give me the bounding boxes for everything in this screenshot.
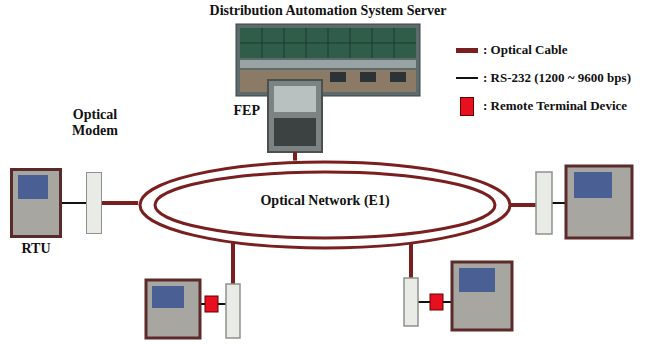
rtu-device [574,172,612,198]
optical-cable [102,201,138,205]
node-label: Optical Network (E1) [260,193,390,209]
rtu-cabinet: RTU [10,168,62,238]
optical-modem [404,278,418,326]
legend-text: : Optical Cable [483,42,568,58]
remote-terminal-device [430,294,443,310]
rtu-device [459,268,495,292]
legend-row: : Remote Terminal Device [455,92,631,120]
rack-screen [274,86,316,112]
optical-ring-line [155,172,495,238]
node-label: Optical Modem [60,107,130,139]
optical-cable [511,203,536,207]
video-wall-grid [240,28,416,58]
rtu-cabinet [452,262,512,330]
remote-terminal-device [205,296,218,312]
legend-sample [455,69,479,87]
server-photo: Distribution Automation System Server [236,24,420,96]
optical-modem [536,172,552,234]
optical-modem: Optical Modem [86,172,102,234]
optical-cable [409,244,413,278]
node-label: FEP [234,103,260,119]
server-rack [268,80,322,152]
legend-line-sample [456,77,478,79]
optical-cable [231,243,235,284]
rtu-device [18,175,48,199]
legend-swatch [460,97,474,116]
control-room-photo [236,24,420,96]
node-label: RTU [21,241,50,257]
rs232-line [552,202,566,204]
wall-band [240,60,416,68]
video-wall [240,28,416,58]
rs232-line [62,202,86,204]
legend-line-sample [456,48,478,53]
optical-modem [226,284,240,338]
rtu-cabinet [566,166,632,238]
desk-monitor [330,72,346,82]
desk-monitor [360,72,376,82]
legend-text: : RS-232 (1200 ~ 9600 bps) [483,70,631,86]
legend-row: : Optical Cable [455,36,631,64]
fep-rack: FEP [268,80,322,152]
rtu-cabinet [146,280,200,338]
optical-ring: Optical Network (E1) [138,160,512,250]
legend-sample [455,97,479,115]
legend: : Optical Cable : RS-232 (1200 ~ 9600 bps… [455,36,631,120]
rtu-device [152,286,184,308]
legend-text: : Remote Terminal Device [483,98,627,114]
operator-desk [240,70,416,92]
desk-monitor [390,72,406,82]
legend-row: : RS-232 (1200 ~ 9600 bps) [455,64,631,92]
node-label: Distribution Automation System Server [210,3,447,19]
optical-cable [293,152,297,161]
rack-panel [274,118,316,146]
optical-ring-line [140,162,510,248]
legend-sample [455,41,479,59]
